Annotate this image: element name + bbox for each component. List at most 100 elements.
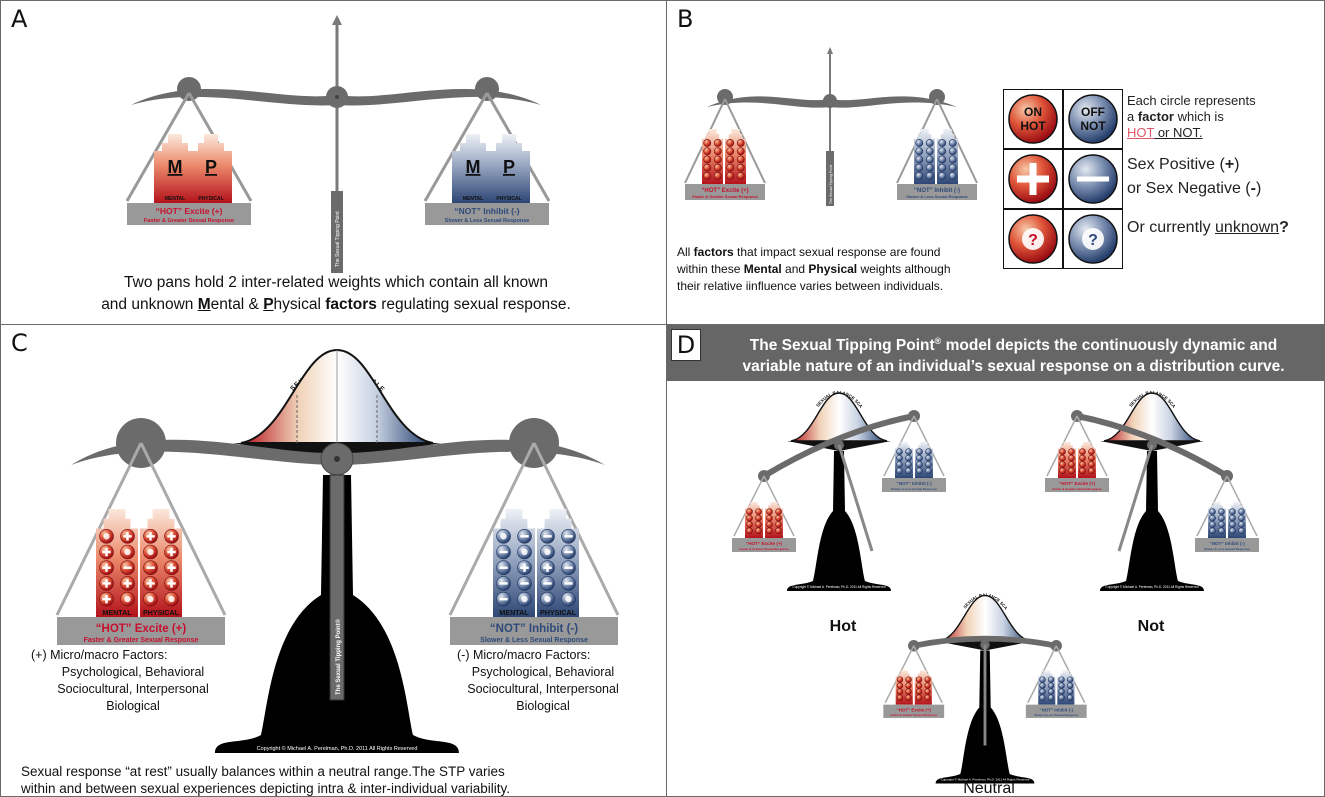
scale-b: The Sexual Tipping Point “HOT” Excite (+… (684, 47, 978, 206)
plus-icon (102, 547, 111, 557)
factor-circle (766, 521, 773, 528)
hot-sub-b: Faster & Greater Sexual Response (692, 194, 758, 199)
factor-circle (1066, 682, 1074, 689)
factor-circle (1059, 461, 1066, 468)
factor-legend: ON HOT OFF NOT ? ? (1003, 89, 1123, 269)
factor-circle (905, 682, 912, 689)
question-icon (521, 595, 528, 603)
question-icon (500, 533, 507, 540)
factor-circle (1039, 688, 1046, 695)
neg-factors: (-) Micro/macro Factors: Psychological, … (457, 648, 619, 713)
factor-circle (905, 448, 912, 455)
factor-circle (948, 163, 957, 172)
pointer-hot (837, 444, 874, 552)
factor-circle (916, 467, 923, 475)
scale-d-hot: Copyright © Michael A. Perelman, Ph.D. 2… (667, 381, 946, 635)
factor-circle (1238, 514, 1245, 522)
factor-circle (925, 147, 934, 156)
question-icon (565, 595, 572, 603)
copyright-neutral: Copyright © Michael A. Perelman, Ph.D. 2… (941, 778, 1030, 782)
scale-c: SEXUAL BALANCE SCALE The Sexual Tipping … (55, 348, 620, 753)
hot-label-hot: “HOT” Excite (+) (746, 541, 783, 546)
factor-circle (916, 461, 923, 468)
factor-circle (1218, 521, 1225, 528)
factor-circle (1068, 467, 1075, 475)
factor-circle (1079, 448, 1086, 455)
factor-circle (1059, 448, 1066, 455)
factor-circle (755, 521, 762, 528)
factor-circle (896, 448, 903, 455)
not-label-c: “NOT” Inhibit (-) (490, 623, 578, 635)
weight-p-a-not: P (503, 157, 515, 177)
name-label-neutral: Neutral (963, 780, 1015, 797)
factor-circle (746, 521, 753, 528)
mental-label: MENTAL (499, 609, 529, 617)
off-not-circle (1068, 94, 1118, 144)
factor-circle (1088, 448, 1095, 455)
factor-circle (1059, 454, 1066, 462)
question-icon (521, 548, 528, 556)
factor-circle (726, 139, 735, 147)
factor-circle (938, 147, 947, 156)
hot-label-not: “HOT” Excite (+) (1059, 481, 1096, 486)
factor-circle (905, 694, 912, 701)
factor-circle (775, 514, 782, 522)
not-label-hot: “NOT” Inhibit (-) (896, 481, 932, 486)
pointer-b (826, 151, 834, 206)
factor-circle (746, 527, 753, 535)
copyright-not: Copyright © Michael A. Perelman, Ph.D. 2… (1105, 585, 1198, 589)
base-not (1100, 451, 1204, 591)
caption-b: All factors that impact sexual response … (677, 245, 951, 293)
beam-c (71, 439, 605, 465)
pan-c-not (450, 617, 618, 645)
factor-circle (925, 163, 934, 172)
pan-hot-not (1045, 478, 1109, 492)
factor-circle (1238, 508, 1245, 515)
plus-icon (167, 579, 176, 588)
factor-circle (925, 171, 934, 180)
weight-m-a-hot: M (168, 157, 183, 177)
not-label-neutral: “NOT” Inhibit (-) (1040, 707, 1074, 712)
question-icon (147, 548, 154, 556)
plus-icon (146, 532, 155, 541)
mental-a-not: MENTAL (463, 196, 483, 202)
factor-circle (915, 139, 924, 147)
weights-c-not: MENTAL PHYSICAL (493, 509, 579, 617)
factor-circle (755, 527, 762, 535)
factor-circle (1209, 521, 1216, 528)
factor-circle (746, 514, 753, 522)
arc-text-not: SEXUAL BALANCE SCALE (667, 381, 1177, 409)
factor-circle (924, 694, 931, 701)
question-icon (103, 533, 110, 540)
factor-circle (924, 676, 931, 683)
factor-circle (736, 163, 745, 172)
weight-physical-a-hot (190, 134, 232, 203)
factor-circle (713, 163, 722, 172)
factor-circle (713, 155, 722, 164)
panel-a-letter: A (11, 5, 28, 33)
copyright-c: Copyright © Michael A. Perelman, Ph.D. 2… (257, 745, 418, 752)
factor-circle (905, 467, 912, 475)
factor-circle (905, 688, 912, 695)
factor-circle (1047, 694, 1055, 701)
not-label-a: “NOT” Inhibit (-) (454, 206, 519, 216)
factor-circle (703, 147, 712, 156)
not-label-not: “NOT” Inhibit (-) (1209, 541, 1245, 546)
factor-circle (916, 454, 923, 462)
factor-circle (925, 448, 932, 455)
factor-circle (948, 171, 957, 180)
factor-circle (938, 171, 947, 180)
hot-sub-hot: Faster & Greater Sexual Response (739, 547, 789, 551)
copyright-hot: Copyright © Michael A. Perelman, Ph.D. 2… (792, 585, 885, 589)
factor-circle (775, 508, 782, 515)
panel-c-letter: C (11, 329, 28, 357)
off-label: OFF (1081, 105, 1105, 119)
hot-sub-neutral: Faster & Greater Sexual Response (890, 713, 937, 717)
plus-icon (520, 563, 529, 572)
panel-b: B The Sexual Tipping Point “HOT” Excite … (666, 0, 1325, 325)
factor-circle (703, 155, 712, 164)
factor-circle (1039, 682, 1046, 689)
factor-circle (896, 694, 904, 701)
physical-label: PHYSICAL (540, 609, 577, 617)
panel-b-letter: B (677, 5, 694, 33)
